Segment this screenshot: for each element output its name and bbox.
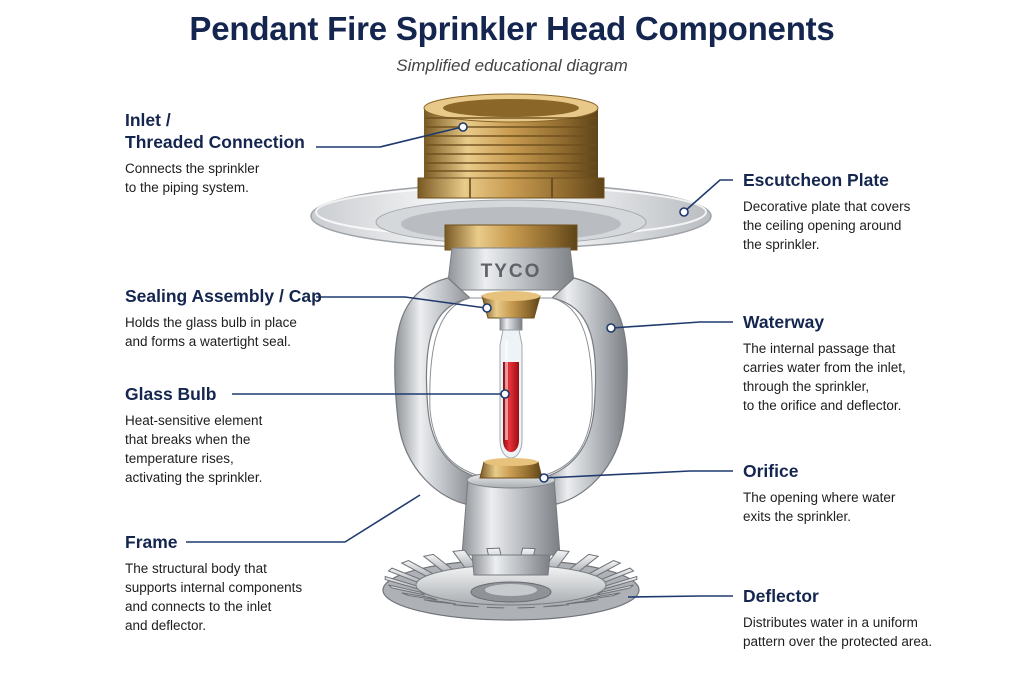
label-inlet-desc-line: to the piping system. (125, 180, 249, 195)
orifice-shape (479, 458, 543, 479)
brand-marking: TYCO (481, 261, 542, 282)
label-inlet-desc-line: Connects the sprinkler (125, 161, 260, 176)
label-orifice-title: Orifice (743, 461, 799, 481)
label-escutcheon-desc-line: the ceiling opening around (743, 218, 902, 233)
deflector-tooth (566, 599, 599, 605)
deflector-tooth (401, 592, 438, 601)
deflector-tooth (596, 584, 634, 596)
label-inlet-title-line2: Threaded Connection (125, 132, 305, 152)
label-waterway-desc-line: through the sprinkler, (743, 379, 870, 394)
deflector-tooth (584, 592, 621, 601)
label-bulb-desc-line: that breaks when the (125, 432, 251, 447)
label-frame-desc-line: supports internal components (125, 580, 303, 595)
label-waterway-desc-line: to the orifice and deflector. (743, 398, 902, 413)
label-bulb-desc-line: temperature rises, (125, 451, 234, 466)
leader-sealing-dot (482, 303, 492, 313)
label-inlet-title-line1: Inlet / (125, 110, 171, 130)
leader-orifice-dot (539, 473, 549, 483)
label-escutcheon-title: Escutcheon Plate (743, 170, 889, 190)
label-sealing-desc-line: and forms a watertight seal. (125, 334, 291, 349)
label-waterway: Waterway The internal passage that carri… (743, 311, 906, 415)
label-waterway-title: Waterway (743, 312, 825, 332)
label-deflector: Deflector Distributes water in a uniform… (743, 585, 932, 651)
label-sealing-desc-line: Holds the glass bulb in place (125, 315, 297, 330)
deflector-shape (382, 547, 640, 621)
deflector-tooth (388, 584, 426, 596)
leader-frame (186, 494, 421, 543)
label-frame-desc-line: The structural body that (125, 561, 267, 576)
label-sealing: Sealing Assembly / Cap Holds the glass b… (125, 285, 322, 351)
leader-bulb-dot (500, 389, 510, 399)
leader-waterway-dot (606, 323, 616, 333)
deflector-tooth (452, 604, 479, 608)
page-subtitle: Simplified educational diagram (396, 56, 628, 75)
leader-orifice (544, 470, 733, 479)
label-bulb: Glass Bulb Heat-sensitive element that b… (125, 383, 262, 487)
label-escutcheon: Escutcheon Plate Decorative plate that c… (743, 169, 910, 254)
leader-escutcheon (684, 179, 733, 212)
label-waterway-desc-line: The internal passage that (743, 341, 896, 356)
glass-bulb-shape (499, 329, 523, 459)
leader-deflector (627, 595, 733, 598)
label-frame-desc-line: and deflector. (125, 618, 207, 633)
deflector-tooth (423, 599, 456, 605)
label-waterway-desc-line: carries water from the inlet, (743, 360, 906, 375)
leader-lines (186, 122, 733, 598)
deflector-tooth (543, 604, 570, 608)
label-deflector-desc-line: pattern over the protected area. (743, 634, 933, 649)
label-escutcheon-desc-line: Decorative plate that covers (743, 199, 911, 214)
leader-escutcheon-dot (679, 207, 689, 217)
label-orifice-desc-line: exits the sprinkler. (743, 509, 852, 524)
leader-waterway (611, 321, 733, 329)
sealing-cap-shape (481, 291, 541, 331)
label-inlet: Inlet / Threaded Connection Connects the… (125, 109, 305, 197)
label-sealing-title: Sealing Assembly / Cap (125, 286, 322, 306)
label-orifice: Orifice The opening where water exits th… (743, 460, 895, 526)
label-deflector-desc-line: Distributes water in a uniform (743, 615, 918, 630)
label-frame-desc-line: and connects to the inlet (125, 599, 272, 614)
label-bulb-title: Glass Bulb (125, 384, 217, 404)
leader-inlet (316, 126, 463, 148)
label-frame: Frame The structural body that supports … (125, 531, 302, 635)
page-title: Pendant Fire Sprinkler Head Components (189, 10, 835, 47)
leader-inlet-dot (458, 122, 468, 132)
label-bulb-desc-line: Heat-sensitive element (125, 413, 263, 428)
deflector-tooth (486, 606, 505, 609)
label-orifice-desc-line: The opening where water (743, 490, 896, 505)
label-deflector-title: Deflector (743, 586, 819, 606)
deflector-tooth (517, 606, 536, 609)
label-escutcheon-desc-line: the sprinkler. (743, 237, 820, 252)
label-bulb-desc-line: activating the sprinkler. (125, 470, 263, 485)
inlet-thread-shape (417, 93, 605, 251)
label-frame-title: Frame (125, 532, 178, 552)
leader-sealing (316, 296, 487, 309)
